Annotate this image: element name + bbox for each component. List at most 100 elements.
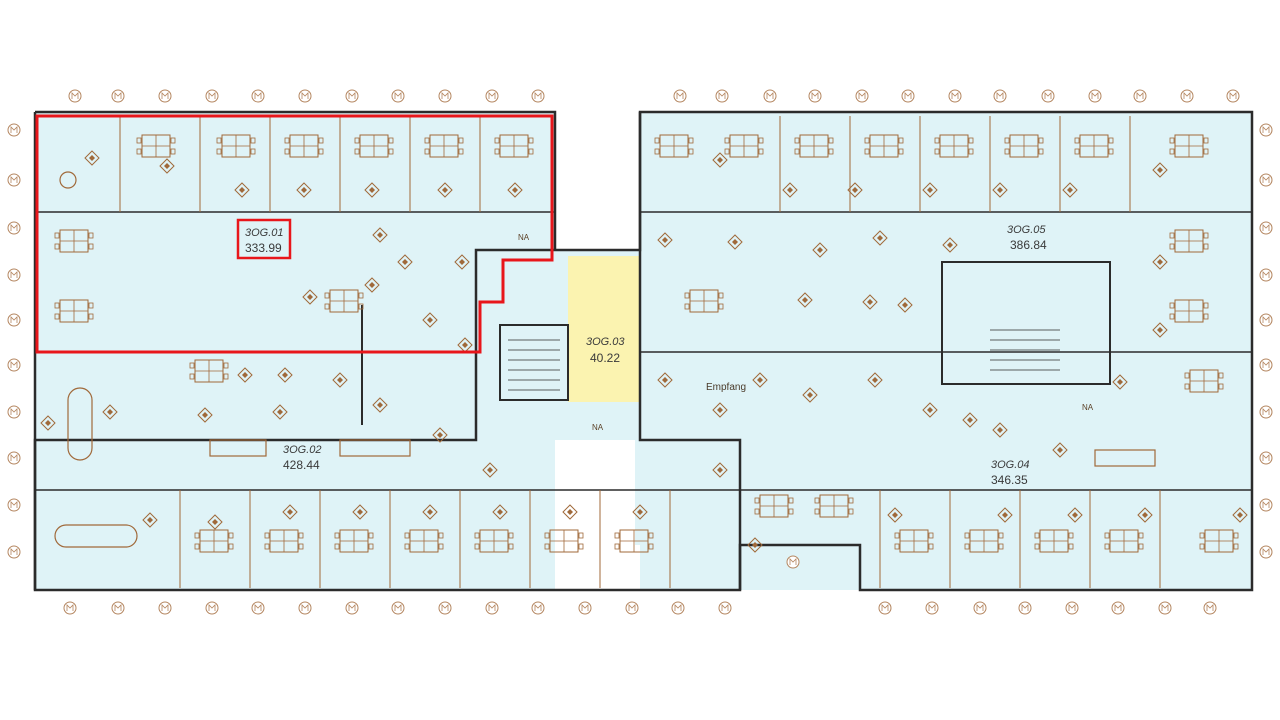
desk-cluster-icon — [964, 529, 1004, 553]
lights — [40, 150, 1248, 553]
ceiling-light-icon — [992, 182, 1008, 198]
desk-cluster-icon — [794, 134, 834, 158]
column-axis-marker-icon — [993, 89, 1007, 103]
column-axis-marker-icon — [1259, 123, 1273, 137]
column-axis-marker-icon — [1259, 405, 1273, 419]
ceiling-light-icon — [1067, 507, 1083, 523]
column-axis-marker-icon — [345, 89, 359, 103]
room-3og03-fill — [568, 256, 640, 402]
room-3og01-label-box — [236, 218, 292, 260]
desk-cluster-icon — [1184, 369, 1224, 393]
desk-cluster-icon — [474, 529, 514, 553]
room-3og02-area: 428.44 — [283, 458, 320, 472]
ceiling-light-icon — [657, 372, 673, 388]
ceiling-light-icon — [897, 297, 913, 313]
column-axis-marker-icon — [1133, 89, 1147, 103]
ceiling-light-icon — [752, 372, 768, 388]
column-axis-marker-icon — [808, 89, 822, 103]
desk-cluster-icon — [324, 289, 364, 313]
ceiling-light-icon — [332, 372, 348, 388]
ceiling-light-icon — [159, 158, 175, 174]
ceiling-light-icon — [712, 402, 728, 418]
desk-cluster-icon — [354, 134, 394, 158]
column-axis-marker-icon — [715, 89, 729, 103]
stair-core-east — [941, 261, 1111, 385]
ceiling-light-icon — [812, 242, 828, 258]
column-axis-marker-icon — [1259, 358, 1273, 372]
column-axis-marker-icon — [345, 601, 359, 615]
room-3og01-selection-outline[interactable] — [35, 114, 554, 354]
desk-cluster-icon — [1104, 529, 1144, 553]
column-axis-marker-icon — [1259, 268, 1273, 282]
ceiling-light-icon — [862, 294, 878, 310]
column-axis-marker-icon — [7, 498, 21, 512]
stairs — [508, 329, 1060, 391]
ceiling-light-icon — [422, 312, 438, 328]
ceiling-light-icon — [372, 227, 388, 243]
desk-cluster-icon — [194, 529, 234, 553]
ceiling-light-icon — [922, 402, 938, 418]
desk-cluster-icon — [284, 134, 324, 158]
column-axis-marker-icon — [1111, 601, 1125, 615]
ceiling-light-icon — [364, 277, 380, 293]
column-axis-marker-icon — [1259, 313, 1273, 327]
column-axis-marker-icon — [68, 89, 82, 103]
reception-label: Empfang — [706, 382, 746, 393]
ceiling-light-icon — [397, 254, 413, 270]
stair-core-west — [499, 324, 569, 401]
desk-cluster-icon — [864, 134, 904, 158]
column-axis-marker-icon — [485, 601, 499, 615]
room-3og01-id: 3OG.01 — [245, 227, 284, 239]
column-axis-marker-icon — [438, 89, 452, 103]
ceiling-light-icon — [562, 504, 578, 520]
ceiling-light-icon — [712, 152, 728, 168]
ceiling-light-icon — [492, 504, 508, 520]
ceiling-light-icon — [296, 182, 312, 198]
ceiling-light-icon — [507, 182, 523, 198]
column-axis-marker-icon — [251, 89, 265, 103]
ceiling-light-icon — [482, 462, 498, 478]
desk-cluster-icon — [494, 134, 534, 158]
ceiling-light-icon — [997, 507, 1013, 523]
desk-cluster-icon — [136, 134, 176, 158]
desk-cluster-icon — [1199, 529, 1239, 553]
column-axis-marker-icon — [673, 89, 687, 103]
column-axis-marker-icon — [1259, 173, 1273, 187]
ceiling-light-icon — [657, 232, 673, 248]
column-axis-marker-icon — [205, 89, 219, 103]
column-axis-marker-icon — [973, 601, 987, 615]
room-3og02-id: 3OG.02 — [283, 444, 322, 456]
column-axis-marker-icon — [7, 173, 21, 187]
column-axis-marker-icon — [1203, 601, 1217, 615]
ceiling-light-icon — [1062, 182, 1078, 198]
desk-cluster-icon — [334, 529, 374, 553]
desk-cluster-icon — [1074, 134, 1114, 158]
column-axis-marker-icon — [7, 405, 21, 419]
column-axis-marker-icon — [1259, 498, 1273, 512]
conference-tables — [54, 171, 1156, 548]
ceiling-light-icon — [40, 415, 56, 431]
ceiling-light-icon — [782, 182, 798, 198]
ceiling-light-icon — [437, 182, 453, 198]
na-label-1: NA — [518, 233, 530, 242]
ceiling-light-icon — [847, 182, 863, 198]
ceiling-light-icon — [454, 254, 470, 270]
desk-cluster-icon — [544, 529, 584, 553]
column-axis-marker-icon — [298, 601, 312, 615]
desk-cluster-icon — [1034, 529, 1074, 553]
desk-cluster-icon — [814, 494, 854, 518]
column-axis-marker-icon — [718, 601, 732, 615]
walls — [33, 110, 1254, 592]
column-axis-marker-icon — [901, 89, 915, 103]
desk-cluster-icon — [424, 134, 464, 158]
column-axis-marker-icon — [625, 601, 639, 615]
ceiling-light-icon — [802, 387, 818, 403]
ceiling-light-icon — [1112, 374, 1128, 390]
ceiling-light-icon — [867, 372, 883, 388]
ceiling-light-icon — [797, 292, 813, 308]
column-axis-marker-icon — [205, 601, 219, 615]
ceiling-light-icon — [1137, 507, 1153, 523]
ceiling-light-icon — [277, 367, 293, 383]
column-axis-marker-icon — [1088, 89, 1102, 103]
column-axis-marker-icon — [298, 89, 312, 103]
